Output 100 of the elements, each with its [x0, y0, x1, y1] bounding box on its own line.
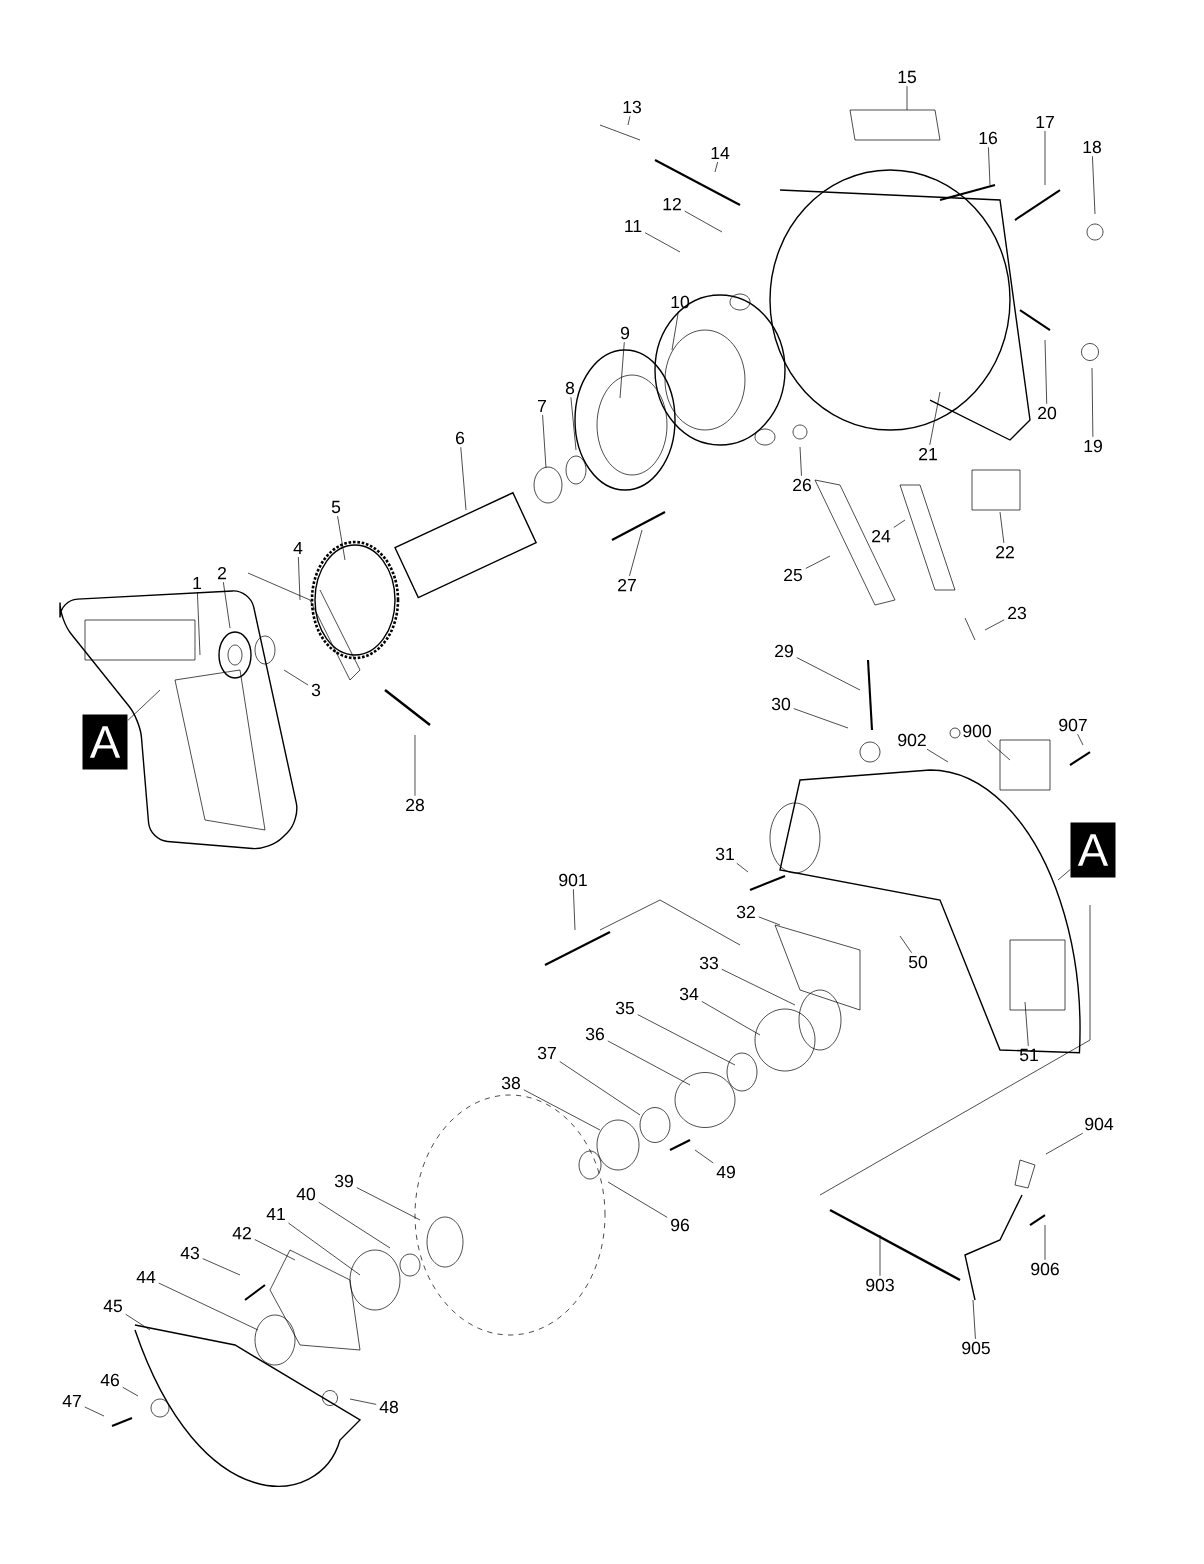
leader-line	[122, 1386, 139, 1397]
leader-line	[318, 1201, 391, 1249]
callout-number: 9	[620, 326, 630, 340]
callout-number: 24	[872, 529, 891, 543]
leader-line	[202, 1258, 241, 1276]
callout-number: 31	[715, 847, 734, 861]
section-mark: A	[82, 714, 128, 770]
leader-line	[701, 1001, 761, 1036]
callout-number: 23	[1008, 606, 1026, 620]
callout-number: 26	[793, 478, 811, 492]
leader-line	[1045, 1132, 1084, 1155]
callout-number: 48	[379, 1400, 398, 1414]
callout-number: 44	[136, 1270, 156, 1284]
callout-number: 12	[663, 197, 681, 211]
leader-line	[1044, 339, 1048, 405]
leader-line	[926, 748, 949, 763]
leader-line	[542, 414, 547, 469]
leader-line	[337, 515, 346, 561]
callout-number: 35	[615, 1001, 635, 1015]
leader-line	[349, 1398, 377, 1405]
callout-number: 22	[996, 545, 1014, 559]
leader-line	[460, 446, 467, 511]
leader-line	[1077, 733, 1084, 746]
leader-line	[999, 511, 1005, 544]
callout-number: 15	[898, 70, 917, 84]
callout-number: 45	[103, 1299, 123, 1313]
leader-line	[607, 1040, 691, 1086]
leader-line	[893, 519, 906, 528]
callout-number: 29	[775, 644, 793, 658]
leader-line	[414, 734, 416, 797]
callout-number: 41	[266, 1207, 285, 1221]
callout-number: 50	[908, 955, 928, 969]
callout-number: 51	[1019, 1048, 1038, 1062]
leader-line	[714, 161, 718, 173]
leader-line	[573, 888, 576, 931]
leader-line	[644, 232, 681, 253]
callout-number: 13	[623, 100, 641, 114]
leader-line	[984, 619, 1005, 631]
leader-line	[1092, 155, 1096, 215]
leader-line	[254, 1239, 296, 1261]
callout-number: 46	[100, 1373, 119, 1387]
leader-line	[796, 657, 861, 691]
leader-line	[570, 396, 577, 451]
leader-line	[1044, 130, 1046, 186]
callout-number: 1	[193, 576, 202, 590]
leader-line	[799, 446, 802, 477]
callout-number: 49	[716, 1165, 735, 1179]
callout-number: 907	[1059, 718, 1087, 732]
callout-number: 18	[1083, 140, 1101, 154]
leader-line	[627, 115, 631, 126]
callout-number: 16	[979, 131, 997, 145]
leader-line	[929, 391, 941, 446]
leader-line	[637, 1014, 736, 1066]
callout-number: 42	[232, 1226, 251, 1240]
leader-line	[223, 581, 231, 629]
callout-number: 904	[1085, 1117, 1114, 1131]
leader-line	[758, 916, 781, 926]
callout-number: 6	[456, 431, 465, 445]
section-mark: A	[1070, 822, 1116, 878]
leader-line	[671, 310, 679, 351]
callout-number: 8	[565, 381, 575, 395]
leader-line	[283, 669, 309, 686]
leader-line	[1044, 1224, 1046, 1261]
leader-line	[125, 1313, 151, 1331]
leader-line	[197, 591, 201, 656]
leader-line	[805, 555, 831, 569]
leader-line	[988, 146, 991, 186]
callout-number: 40	[296, 1187, 316, 1201]
callout-number: 33	[699, 956, 718, 970]
callout-number: 7	[538, 399, 546, 413]
leader-line	[84, 1406, 105, 1417]
callout-number: 902	[898, 733, 926, 747]
callout-number: 20	[1038, 406, 1057, 420]
callout-number: 901	[559, 873, 587, 887]
callout-number: 5	[331, 500, 341, 514]
callout-number: 28	[406, 798, 424, 812]
leader-line	[972, 1299, 976, 1340]
callout-number: 43	[180, 1246, 199, 1260]
leader-line	[629, 529, 643, 577]
callout-number: 4	[293, 541, 303, 555]
callout-number: 96	[671, 1218, 689, 1232]
leader-line	[736, 862, 749, 873]
leader-line	[793, 708, 849, 729]
leader-line	[1024, 1001, 1029, 1047]
callout-number: 38	[501, 1076, 520, 1090]
callout-number: 47	[62, 1394, 81, 1408]
leader-line	[721, 968, 796, 1006]
callout-number: 32	[736, 905, 755, 919]
callout-number: 906	[1031, 1262, 1059, 1276]
leader-line	[906, 85, 908, 111]
callout-number: 25	[784, 568, 803, 582]
callout-number: 10	[671, 295, 690, 309]
leader-line	[1091, 367, 1094, 438]
callout-number: 905	[962, 1341, 990, 1355]
callout-number: 34	[679, 987, 699, 1001]
leader-line	[127, 689, 161, 721]
callout-number: 11	[625, 219, 642, 233]
leader-line	[694, 1149, 714, 1164]
leader-line	[899, 935, 912, 954]
callout-number: 17	[1036, 115, 1054, 129]
